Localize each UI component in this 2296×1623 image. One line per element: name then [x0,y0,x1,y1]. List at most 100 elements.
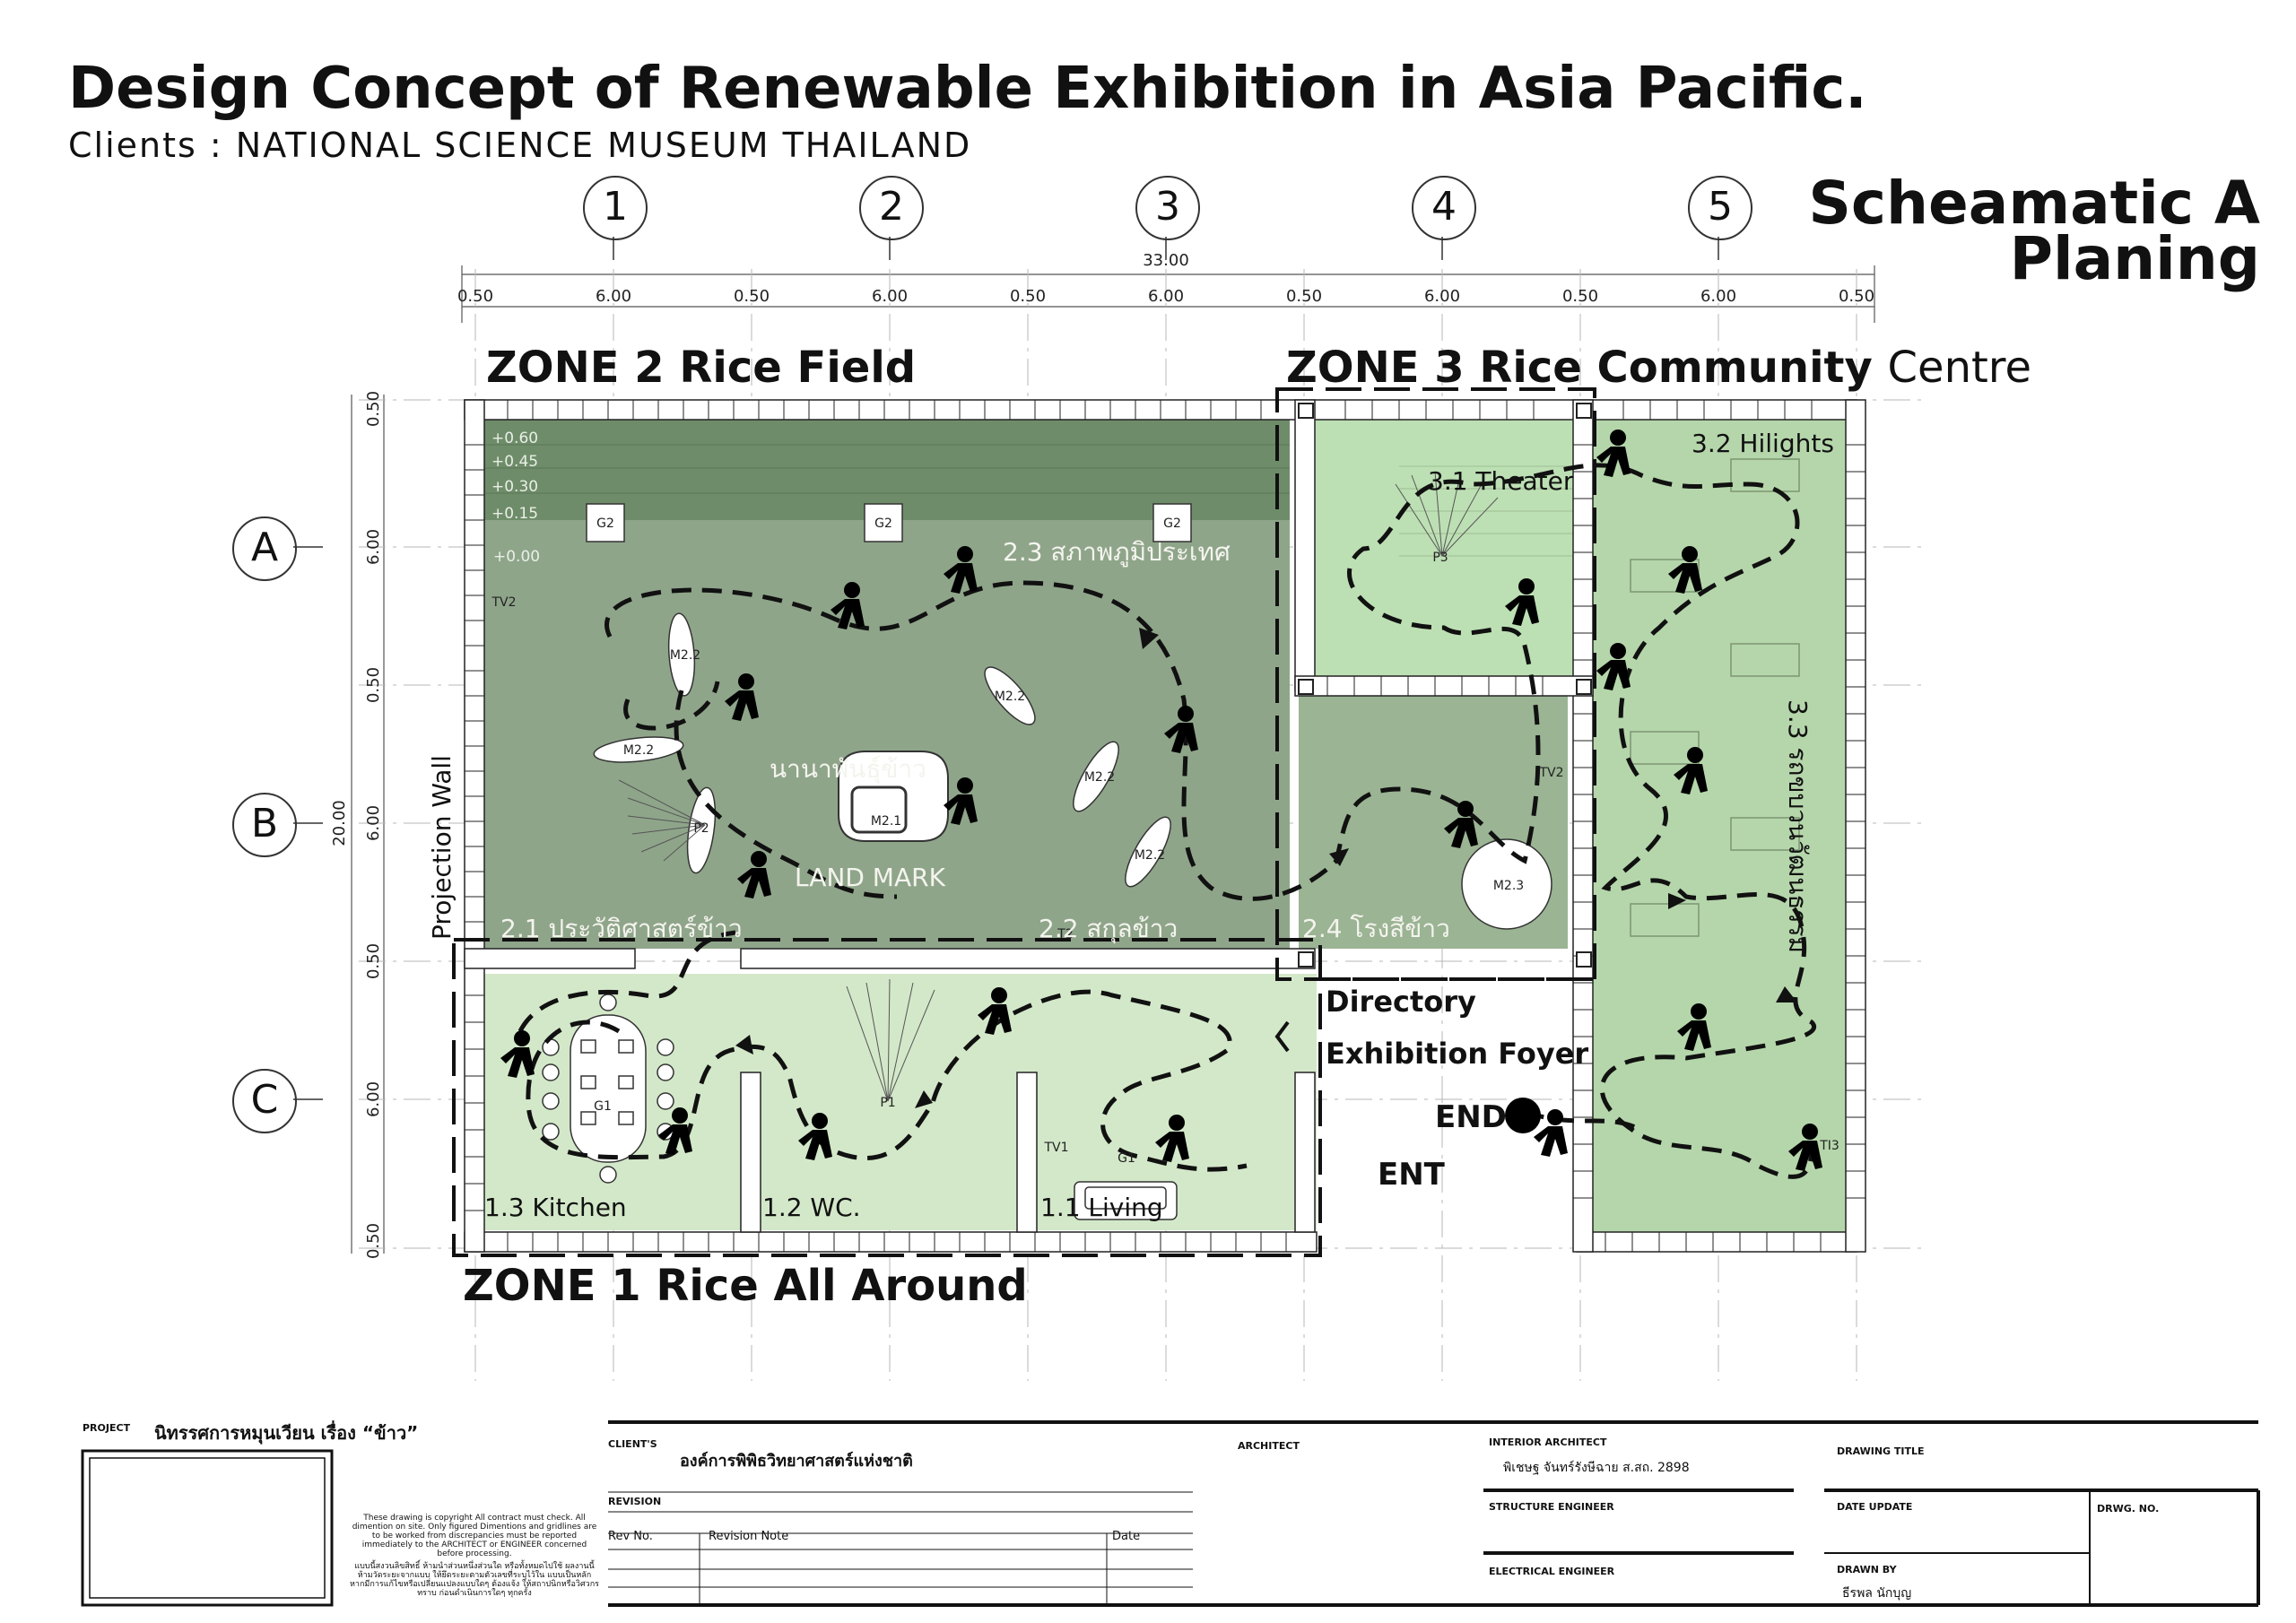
dim-top-7: 0.50 [1286,287,1322,306]
tag-g1-1: G1 [594,1099,612,1114]
zone-3-title-bold: ZONE 3 Rice Community [1286,343,1873,393]
tag-m22-3: M2.2 [995,690,1025,704]
dim-side-4: 6.00 [364,805,383,841]
dim-side-3: 0.50 [364,667,383,703]
dim-top-8: 6.00 [1424,287,1460,306]
tag-m22-1: M2.2 [670,648,700,663]
level-045: +0.45 [491,453,538,471]
dim-side-7: 0.50 [364,1223,383,1259]
tag-m22-4: M2.2 [1084,770,1115,785]
tb-copyright-th: แบบนี้สงวนลิขสิทธิ์ ห้ามนำส่วนหนึ่งส่วนใ… [350,1562,600,1598]
grid-column-2: 2 [859,176,924,240]
tag-p2: P2 [693,821,709,836]
zone-3-title: ZONE 3 Rice Community Centre [1286,343,2031,393]
title-block-frame [81,1420,2260,1607]
dim-top-6: 6.00 [1148,287,1184,306]
area-2-4-label: 2.4 โรงสีข้าว [1302,914,1450,943]
dim-top-11: 0.50 [1839,287,1874,306]
landmark-top-label: นานาพันธุ์ข้าว [770,754,926,784]
grid-row-a: A [232,516,297,581]
tb-drawing-title-label: DRAWING TITLE [1837,1445,1925,1457]
tag-p3: P3 [1432,551,1448,565]
tb-project-value: นิทรรศการหมุนเวียน เรื่อง “ข้าว” [154,1422,419,1444]
grid-column-1: 1 [583,176,648,240]
sheet-title-line-2: Planing [2009,224,2260,293]
dim-total-width: 33.00 [1143,251,1189,270]
dim-top-9: 0.50 [1562,287,1598,306]
ent-label: ENT [1378,1157,1445,1193]
landmark-bottom-label: LAND MARK [795,863,945,892]
dim-top-3: 0.50 [734,287,770,306]
zone-1-title: ZONE 1 Rice All Around [463,1261,1028,1311]
tag-m22-2: M2.2 [623,743,654,758]
sheet-title: Scheamatic A Planing [1808,169,2260,293]
level-030: +0.30 [491,478,538,496]
tag-tv1: TV1 [1043,1141,1068,1155]
tb-date-update-label: DATE UPDATE [1837,1501,1913,1513]
level-000: +0.00 [493,548,540,566]
tb-drawn-by-label: DRAWN BY [1837,1564,1897,1575]
tb-client-value: องค์การพิพิธวิทยาศาสตร์แห่งชาติ [680,1452,913,1471]
zone-2-title: ZONE 2 Rice Field [486,343,917,393]
tb-revision-label: REVISION [608,1496,662,1507]
drawing-title: Design Concept of Renewable Exhibition i… [68,56,1867,122]
tag-m22-5: M2.2 [1135,848,1165,863]
tag-g2-2: G2 [874,516,892,531]
grid-column-4: 4 [1412,176,1476,240]
tag-tv2-1: TV2 [491,595,516,610]
directory-label: Directory [1326,985,1476,1019]
tag-t2: T2 [1057,927,1073,942]
zone-3-title-rest: Centre [1887,343,2032,393]
area-1-3-label: 1.3 Kitchen [484,1193,627,1222]
dim-side-5: 0.50 [364,943,383,979]
area-2-2-label: 2.2 สกุลข้าว [1039,914,1178,943]
grid-row-c: C [232,1069,297,1133]
tag-p1: P1 [880,1096,895,1110]
tb-structure-label: STRUCTURE ENGINEER [1489,1501,1614,1513]
area-3-2-label: 3.2 Hilights [1692,429,1834,458]
dim-side-6: 6.00 [364,1081,383,1117]
tb-drawn-by-value: ธีรพล นักบุญ [1842,1586,1912,1601]
dim-side-2: 6.00 [364,529,383,565]
tb-architect-label: ARCHITECT [1238,1440,1300,1452]
dim-top-10: 6.00 [1700,287,1736,306]
area-1-2-label: 1.2 WC. [762,1193,861,1222]
grid-column-5: 5 [1688,176,1752,240]
floor-plan: 33.00 0.50 6.00 0.50 6.00 0.50 6.00 0.50… [293,237,1928,1381]
dim-top-4: 6.00 [872,287,908,306]
level-060: +0.60 [491,430,538,447]
dim-top-1: 0.50 [457,287,493,306]
tb-rev-date: Date [1112,1530,1141,1543]
dim-total-height: 20.00 [330,800,349,846]
tag-m23: M2.3 [1493,879,1524,893]
dim-top-2: 6.00 [596,287,631,306]
area-2-1-label: 2.1 ประวัติศาสตร์ข้าว [500,914,743,943]
tb-interior-value: พิเชษฐ จันทร์รังษีฉาย ส.สถ. 2898 [1503,1461,1690,1475]
tb-copyright-en: These drawing is copyright All contract … [352,1514,597,1558]
visitor-figures [500,430,1822,1171]
projection-wall-text: Projection Wall [427,755,457,940]
tag-g1-2: G1 [1118,1151,1135,1166]
tb-drwg-no-label: DRWG. NO. [2097,1503,2160,1515]
area-3-1-label: 3.1 Theater [1428,466,1574,496]
tb-interior-label: INTERIOR ARCHITECT [1489,1436,1607,1448]
tag-t3: TI3 [1819,1139,1839,1153]
area-1-1-label: 1.1 Living [1040,1193,1163,1222]
tb-rev-note: Revision Note [709,1530,789,1543]
sheet-title-line-1: Scheamatic A [1808,169,2260,238]
tb-client-label: CLIENT'S [608,1438,657,1450]
foyer-label: Exhibition Foyer [1326,1037,1589,1071]
client-line: Clients : NATIONAL SCIENCE MUSEUM THAILA… [68,126,972,165]
grid-column-3: 3 [1135,176,1200,240]
grid-row-b: B [232,793,297,857]
dim-top-5: 0.50 [1010,287,1046,306]
area-2-3-label: 2.3 สภาพภูมิประเทศ [1003,537,1231,567]
dim-side-1: 0.50 [364,391,383,427]
tag-tv2-2: TV2 [1538,766,1563,780]
area-3-3-label: 3.3 รถขบวนวัฒนธรรม [1783,699,1821,968]
tag-m21: M2.1 [871,814,901,829]
area-3-3-text: 3.3 รถขบวนวัฒนธรรม [1783,699,1813,953]
tb-electrical-label: ELECTRICAL ENGINEER [1489,1566,1615,1577]
projection-wall-label: Projection Wall [427,755,463,1164]
tb-project-label: PROJECT [83,1422,131,1434]
